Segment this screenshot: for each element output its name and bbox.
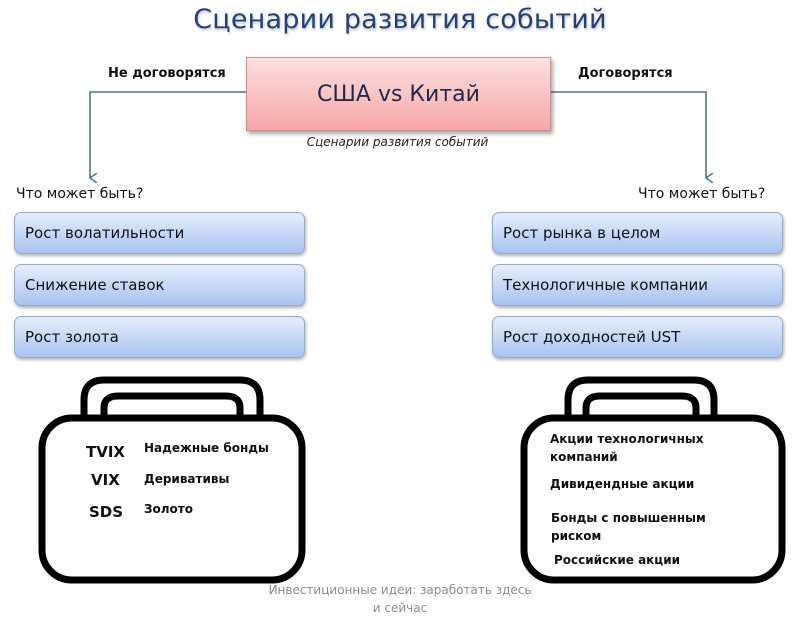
left-bag-asset: Деривативы: [144, 472, 230, 486]
central-topic-caption: Сценарии развития событий: [306, 135, 489, 149]
left-question: Что может быть?: [16, 186, 144, 202]
right-outcome-label: Технологичные компании: [503, 276, 709, 294]
footer-caption: Инвестиционные идеи: заработать здесь и …: [240, 581, 560, 617]
left-outcome-label: Рост золота: [25, 328, 119, 346]
left-bag-asset: Золото: [144, 502, 194, 516]
left-bag-ticker: SDS: [89, 503, 124, 521]
right-outcome-box: Технологичные компании: [492, 264, 783, 306]
right-outcome-label: Рост доходностей UST: [503, 328, 681, 346]
central-topic-label: США vs Китай: [317, 81, 480, 107]
left-outcome-label: Снижение ставок: [25, 276, 165, 294]
left-outcome-label: Рост волатильности: [25, 224, 185, 242]
left-outcome-box: Рост волатильности: [14, 212, 305, 254]
right-bag-asset: Акции технологичных компаний: [550, 432, 704, 464]
right-connector-arrow: [549, 91, 706, 178]
left-briefcase-icon: [38, 376, 306, 584]
right-briefcase-icon: [520, 376, 786, 584]
right-outcome-label: Рост рынка в целом: [503, 224, 661, 242]
left-outcome-box: Рост золота: [14, 316, 305, 358]
left-bag-ticker: TVIX: [86, 443, 125, 461]
right-outcome-box: Рост доходностей UST: [492, 316, 783, 358]
left-outcome-box: Снижение ставок: [14, 264, 305, 306]
right-bag-asset: Бонды с повышенным риском: [551, 511, 706, 543]
branch-label-deal: Договорятся: [578, 66, 673, 81]
central-topic-box: США vs Китай: [246, 57, 551, 131]
right-outcome-box: Рост рынка в целом: [492, 212, 783, 254]
right-question: Что может быть?: [638, 186, 766, 202]
left-bag-ticker: VIX: [91, 471, 120, 489]
branch-label-no-deal: Не договорятся: [108, 66, 226, 81]
left-bag-asset: Надежные бонды: [144, 441, 269, 455]
footer-line: Инвестиционные идеи: заработать здесь: [268, 583, 532, 597]
left-connector-arrow: [90, 91, 246, 178]
right-bag-asset: Дивидендные акции: [550, 477, 695, 491]
right-bag-asset: Российские акции: [554, 553, 681, 567]
diagram-title: Сценарии развития событий: [193, 4, 607, 35]
footer-line: и сейчас: [372, 601, 428, 615]
